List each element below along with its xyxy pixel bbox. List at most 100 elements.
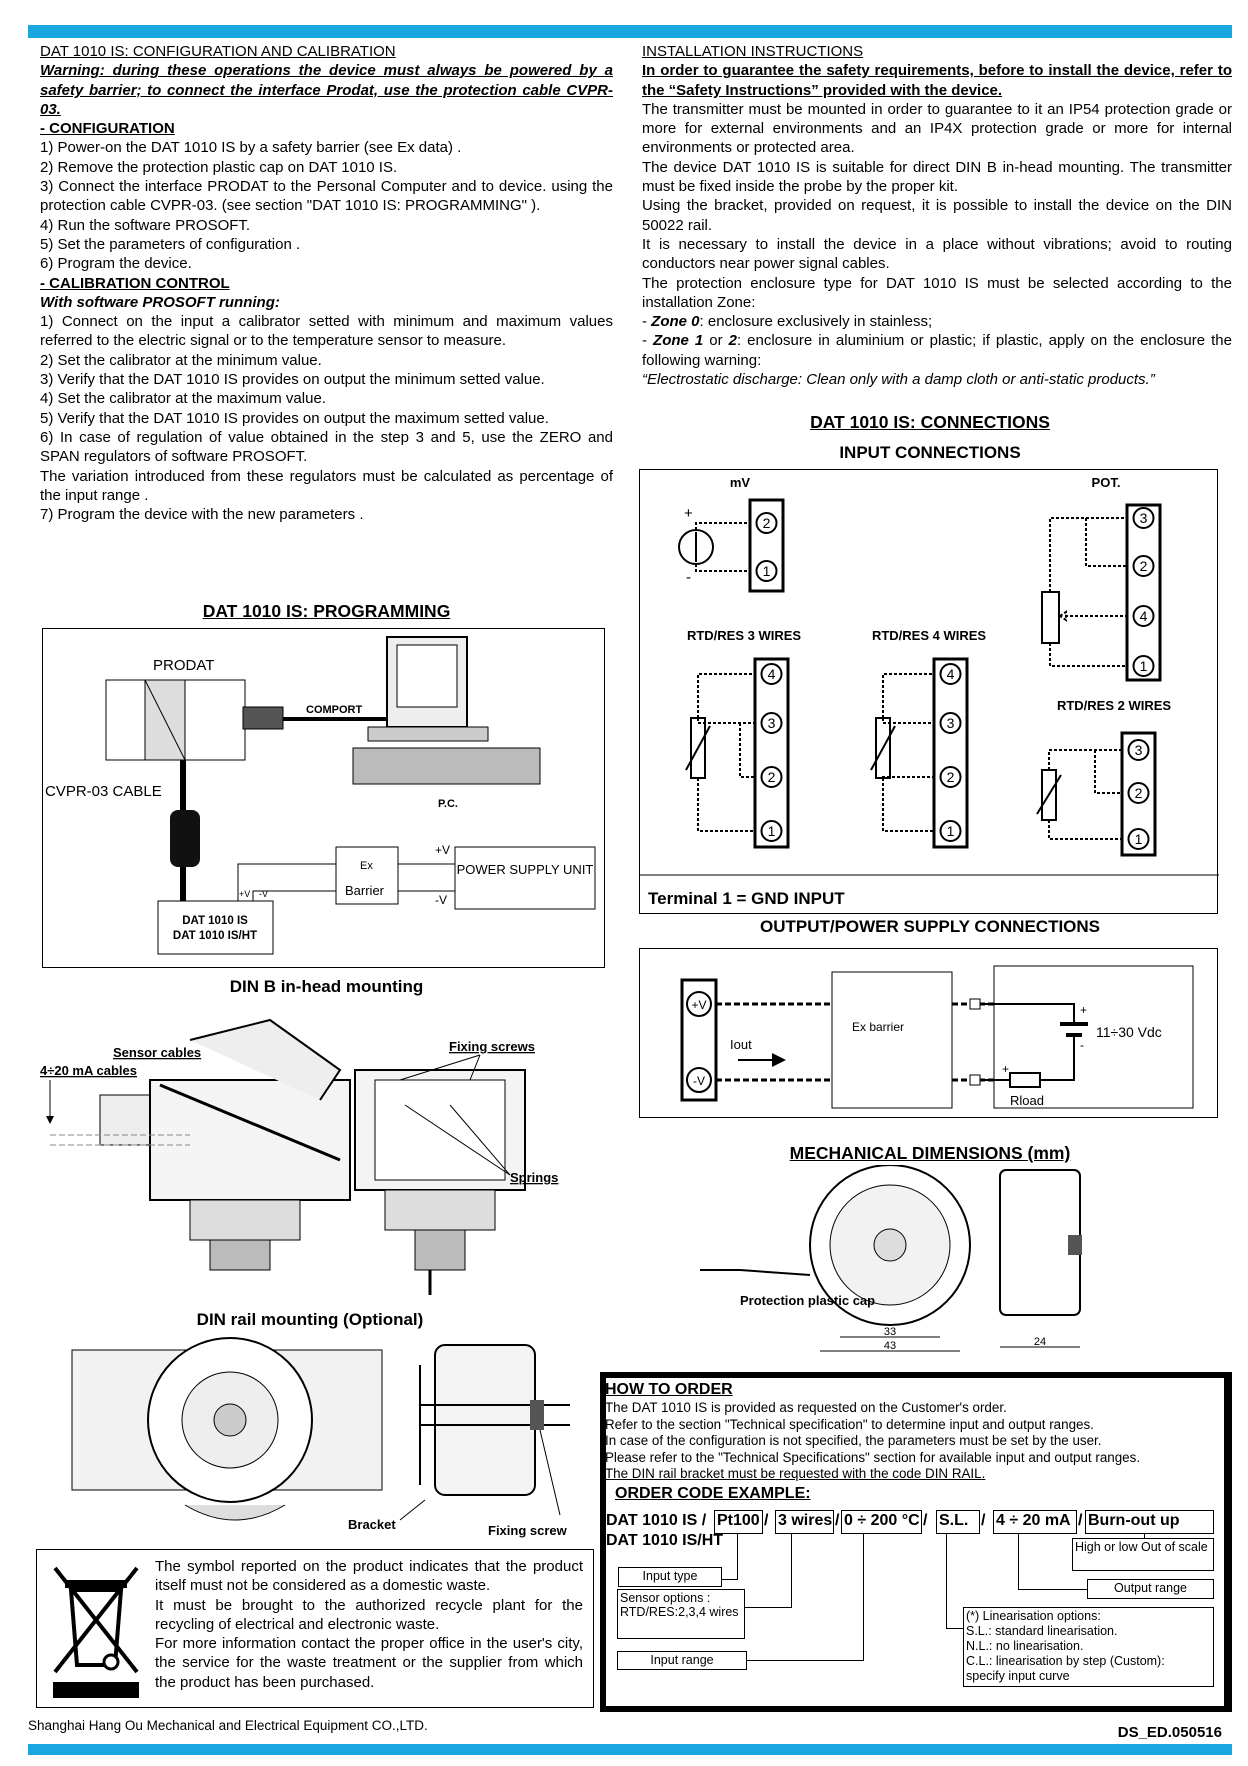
terminal-circle <box>939 820 962 842</box>
mv-plus: + <box>684 505 693 522</box>
barrier-box <box>335 846 399 905</box>
supply-voltage-label: 11÷30 Vdc <box>1096 1024 1162 1040</box>
terminal-minus-v: -V <box>693 1074 705 1088</box>
resistor-icon <box>1009 1072 1041 1088</box>
rtd3-wiring <box>685 673 755 832</box>
linearisation-line: N.L.: no linearisation. <box>966 1639 1084 1653</box>
weee-paragraph: For more information contact the proper … <box>155 1635 583 1691</box>
mechanical-drawing: Protection plastic cap 33 43 24 <box>700 1165 1082 1352</box>
input-connections-drawing: + - Terminal 1 = GND INPUT mV21POT.3241R… <box>640 475 1219 908</box>
ferrite-icon <box>170 810 200 867</box>
input-connections-title: INPUT CONNECTIONS <box>839 443 1021 462</box>
input-block-label: RTD/RES 2 WIRES <box>1057 698 1171 713</box>
order-code-segment: 3 wires <box>775 1510 834 1534</box>
terminal-circle <box>1127 782 1150 804</box>
terminal-number: 1 <box>768 823 776 839</box>
crossed-bin-icon <box>53 1566 139 1698</box>
terminal-circle <box>760 712 783 734</box>
how-to-order-box <box>600 1372 1232 1712</box>
weee-paragraph: The symbol reported on the product indic… <box>155 1558 583 1595</box>
dat-label: DAT 1010 IS <box>182 915 248 927</box>
code-separator: / <box>835 1512 840 1529</box>
terminal-block <box>932 657 969 849</box>
linearisation-line: S.L.: standard linearisation. <box>966 1624 1118 1638</box>
dat-box <box>157 900 274 955</box>
terminal-circle <box>939 712 962 734</box>
terminal-circle <box>1132 555 1155 577</box>
linearisation-line: C.L.: linearisation by step (Custom): <box>966 1654 1165 1668</box>
calibration-step: 1) Connect on the input a calibrator set… <box>40 313 613 350</box>
supply-minus: - <box>1080 1038 1084 1052</box>
prodat-label: PRODAT <box>153 657 214 674</box>
terminal-circle <box>1127 739 1150 761</box>
order-code-segment: 4 ÷ 20 mA <box>993 1510 1077 1534</box>
config-title: - CONFIGURATION <box>40 120 175 138</box>
install-paragraph: Using the bracket, provided on request, … <box>642 197 1232 234</box>
install-paragraph: It is necessary to install the device in… <box>642 235 1232 273</box>
terminal-circle <box>760 663 783 685</box>
installation-section: INSTALLATION INSTRUCTIONS In order to gu… <box>642 42 1232 389</box>
cap-label: Protection plastic cap <box>740 1293 875 1308</box>
output-connections-diagram: +V -V Ex barrier Iout + - 11÷30 Vdc + Rl… <box>639 948 1218 1118</box>
springs-label: Springs <box>510 1170 558 1185</box>
terminal-number: 1 <box>763 563 771 579</box>
sensor-options-box: Sensor options :RTD/RES:2,3,4 wires <box>617 1589 745 1639</box>
terminal-circle <box>1132 507 1155 529</box>
order-code-segment: Burn-out up <box>1085 1510 1214 1534</box>
weee-notice: The symbol reported on the product indic… <box>36 1549 594 1708</box>
code-separator: / <box>764 1512 769 1529</box>
install-paragraph: The device DAT 1010 IS is suitable for d… <box>642 158 1232 196</box>
calib-intro: With software PROSOFT running: <box>40 293 280 311</box>
terminal-number: 3 <box>947 715 955 731</box>
dat-plus: +V <box>239 889 250 899</box>
install-paragraph: The transmitter must be mounted in order… <box>642 100 1232 157</box>
psu-label: POWER SUPPLY UNIT <box>457 862 594 877</box>
fixing-screw-label: Fixing screw <box>488 1523 568 1538</box>
dim-24: 24 <box>1034 1336 1046 1348</box>
fixing-screws-label: Fixing screws <box>449 1039 535 1054</box>
code-separator: / <box>981 1512 986 1529</box>
ex-barrier-box <box>831 971 953 1109</box>
doc-code: DS_ED.050516 <box>1117 1724 1222 1741</box>
order-example-title: ORDER CODE EXAMPLE: <box>615 1484 811 1502</box>
code-separator: / <box>923 1512 928 1529</box>
pc-label: P.C. <box>438 798 458 810</box>
calibration-step: 4) Set the calibrator at the maximum val… <box>40 390 326 408</box>
linearisation-box: (*) Linearisation options:S.L.: standard… <box>963 1607 1214 1687</box>
sensor-cables-label: Sensor cables <box>113 1045 201 1060</box>
order-code-segment: 0 ÷ 200 °C <box>841 1510 922 1534</box>
config-step: 1) Power-on the DAT 1010 IS by a safety … <box>40 139 462 157</box>
linearisation-line: (*) Linearisation options: <box>966 1609 1101 1623</box>
config-step: 5) Set the parameters of configuration . <box>40 235 301 253</box>
zone12-line: - Zone 1 or 2: enclosure in aluminium or… <box>642 332 1232 369</box>
install-heading: INSTALLATION INSTRUCTIONS <box>642 43 864 60</box>
ma-cables-label: 4÷20 mA cables <box>40 1063 137 1078</box>
barrier-label: Barrier <box>345 883 385 898</box>
terminal-circle <box>760 820 783 842</box>
terminal-plus-v: +V <box>691 998 706 1012</box>
dim-43: 43 <box>884 1340 896 1352</box>
terminal-circle <box>1132 655 1155 677</box>
output-range-box: Output range <box>1087 1579 1214 1599</box>
supply-plus: + <box>1080 1003 1087 1017</box>
terminal-circle <box>755 512 778 534</box>
rtd4-wiring <box>870 673 934 832</box>
terminal-number: 3 <box>768 715 776 731</box>
order-line: Refer to the section "Technical specific… <box>605 1416 1094 1432</box>
dat-ht-label: DAT 1010 IS/HT <box>173 930 257 942</box>
output-connections-title: OUTPUT/POWER SUPPLY CONNECTIONS <box>759 917 1101 936</box>
din-rail-drawing: Bracket Fixing screw <box>71 1337 570 1538</box>
bottom-accent-bar <box>28 1744 1232 1755</box>
config-heading: DAT 1010 IS: CONFIGURATION AND CALIBRATI… <box>40 43 396 60</box>
terminal-number: 2 <box>1140 558 1148 574</box>
calibration-step: 2) Set the calibrator at the minimum val… <box>40 351 322 369</box>
terminal-circle <box>1127 828 1150 850</box>
terminal-number: 2 <box>768 769 776 785</box>
calib-title: - CALIBRATION CONTROL <box>40 274 230 292</box>
programming-drawing: PRODAT COMPORT P.C. CVPR-03 CABLE Ex Bar… <box>45 636 596 955</box>
ex-barrier-label: Ex barrier <box>852 1020 904 1034</box>
order-code-segment: S.L. <box>936 1510 980 1534</box>
zone0-line: - Zone 0: enclosure exclusively in stain… <box>642 313 933 331</box>
